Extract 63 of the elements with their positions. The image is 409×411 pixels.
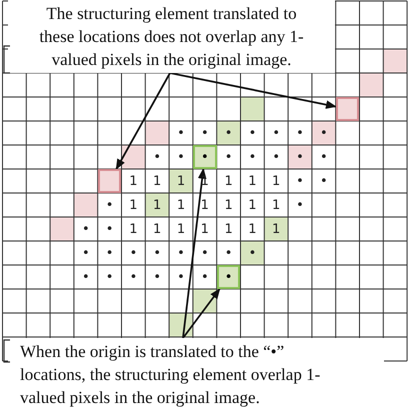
pixel-value: • bbox=[152, 269, 162, 285]
pixel-value: 1 bbox=[223, 173, 234, 189]
pixel-value: 1 bbox=[247, 221, 258, 237]
pixel-value: • bbox=[318, 125, 329, 141]
pixel-value: • bbox=[248, 125, 258, 141]
pixel-value: • bbox=[104, 197, 114, 213]
pixel-value: • bbox=[295, 125, 305, 141]
pixel-value: • bbox=[200, 125, 210, 141]
pixel-value: 1 bbox=[247, 173, 258, 189]
pixel-value: • bbox=[295, 197, 305, 213]
pixel-value: • bbox=[224, 125, 234, 141]
pixel-value: • bbox=[271, 149, 282, 165]
arrow bbox=[182, 168, 206, 338]
arrow bbox=[116, 72, 171, 170]
pixel-value: • bbox=[318, 173, 329, 189]
pixel-value: • bbox=[80, 221, 91, 237]
pixel-value: 1 bbox=[176, 197, 186, 213]
pixel-value: • bbox=[128, 269, 138, 285]
pixel-value: • bbox=[176, 269, 186, 285]
pixel-value: 1 bbox=[152, 197, 162, 213]
pixel-value: • bbox=[318, 149, 329, 165]
outlined-empty-pixel bbox=[98, 169, 122, 193]
pixel-value: • bbox=[295, 173, 305, 189]
pixel-value: 1 bbox=[223, 221, 234, 237]
pixel-value: • bbox=[152, 245, 162, 261]
pixel-value: • bbox=[224, 149, 234, 165]
pixel-value: 1 bbox=[200, 221, 210, 237]
outlined-empty-pixel bbox=[336, 97, 360, 121]
outlined-pixel: • bbox=[216, 265, 240, 289]
pixel-value: • bbox=[176, 125, 186, 141]
pixel-value: 1 bbox=[152, 173, 162, 189]
arrow bbox=[170, 72, 337, 109]
pixel-value: 1 bbox=[247, 197, 258, 213]
pixel-value: 1 bbox=[200, 197, 210, 213]
pixel-value: • bbox=[128, 245, 138, 261]
pixel-value: 1 bbox=[176, 221, 186, 237]
pixel-value: 1 bbox=[271, 197, 282, 213]
pixel-value: • bbox=[248, 245, 258, 261]
pixel-value: 1 bbox=[152, 221, 162, 237]
pixel-value: • bbox=[271, 125, 282, 141]
pixel-value: 1 bbox=[128, 173, 139, 189]
pixel-value: • bbox=[176, 245, 186, 261]
pixel-value: 1 bbox=[271, 221, 282, 237]
pixel-value: 1 bbox=[176, 173, 186, 189]
pixel-value: • bbox=[104, 269, 114, 285]
pixel-value: • bbox=[104, 245, 114, 261]
pixel-value: • bbox=[200, 245, 210, 261]
pixel-value: 1 bbox=[271, 173, 282, 189]
pixel-value: • bbox=[80, 269, 91, 285]
pixel-value: • bbox=[104, 221, 114, 237]
pixel-value: • bbox=[200, 269, 210, 285]
pixel-value: • bbox=[80, 245, 91, 261]
pixel-value: • bbox=[224, 245, 234, 261]
pixel-value: • bbox=[176, 149, 186, 165]
outlined-pixel: • bbox=[192, 145, 217, 169]
pixel-value: 1 bbox=[223, 197, 234, 213]
pixel-value: 1 bbox=[128, 221, 139, 237]
annotation-text: The structuring element translated to these locations does not overlap any 1-valued pixels in the original image. bbox=[8, 0, 335, 73]
pixel-value: 1 bbox=[128, 197, 139, 213]
pixel-value: • bbox=[152, 149, 162, 165]
pixel-value: • bbox=[295, 149, 305, 165]
arrow bbox=[182, 288, 220, 339]
pixel-value: • bbox=[248, 149, 258, 165]
